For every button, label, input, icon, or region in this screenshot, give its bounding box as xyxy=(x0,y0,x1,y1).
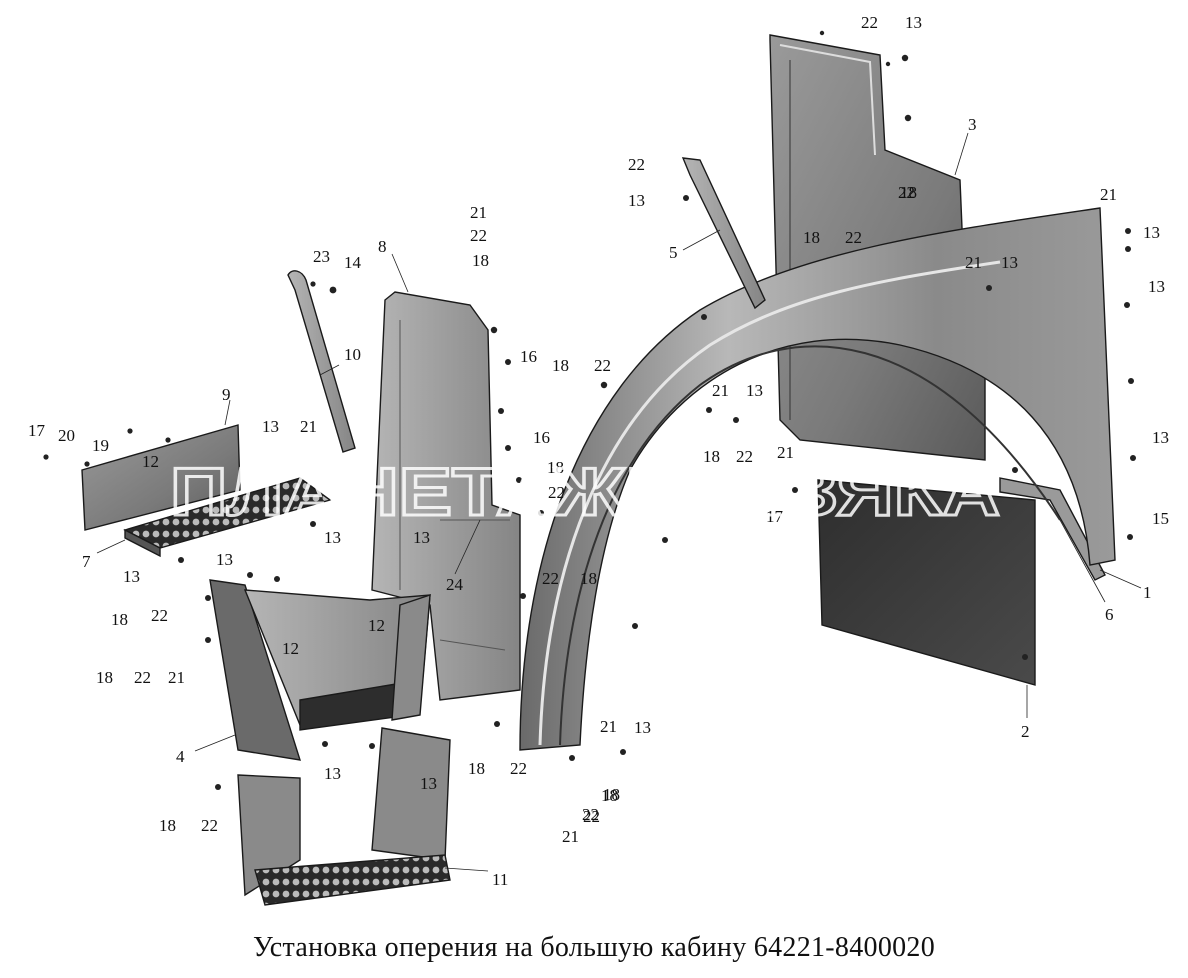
callout-label: 12 xyxy=(368,616,385,635)
callout-label: 17 xyxy=(766,507,784,526)
callout-label: 18 xyxy=(547,458,564,477)
callout-label: 13 xyxy=(1152,428,1169,447)
callout-label: 17 xyxy=(28,421,46,440)
callout-label: 13 xyxy=(123,567,140,586)
callout-label: 21 xyxy=(965,253,982,272)
callout-label: 18 xyxy=(472,251,489,270)
callout-label: 18 xyxy=(468,759,485,778)
callout-label: 22 xyxy=(470,226,487,245)
part-5-strut xyxy=(681,157,766,310)
callout-label: 18 xyxy=(580,569,597,588)
callout-label: 22 xyxy=(861,13,878,32)
callout-label: 22 xyxy=(736,447,753,466)
callout-label: 18 xyxy=(803,228,820,247)
callout-label: 20 xyxy=(58,426,75,445)
callout-label: 18 xyxy=(159,816,176,835)
callout-label: 22 xyxy=(582,805,599,824)
callout-label: 13 xyxy=(324,764,341,783)
part-7-upper-step xyxy=(123,477,332,558)
callout-label: 2 xyxy=(1021,722,1030,741)
callout-label: 16 xyxy=(533,428,550,447)
callout-label: 22 xyxy=(898,183,915,202)
callout-label: 22 xyxy=(594,356,611,375)
callout-label: 18 xyxy=(96,668,113,687)
callout-label: 22 xyxy=(583,807,600,826)
callout-label: 21 xyxy=(470,203,487,222)
callout-label: 12 xyxy=(142,452,159,471)
exploded-assembly-diagram: 22 13 3 22 13 5 18 22 18 22 21 13 13 13 … xyxy=(28,13,1169,906)
callout-label: 13 xyxy=(413,528,430,547)
callout-label: 12 xyxy=(282,639,299,658)
callout-label: 22 xyxy=(510,759,527,778)
callout-label: 3 xyxy=(968,115,977,134)
callout-label: 22 xyxy=(548,483,565,502)
callout-label: 18 xyxy=(703,447,720,466)
callout-label: 13 xyxy=(628,191,645,210)
callout-label: 21 xyxy=(168,668,185,687)
callout-label: 4 xyxy=(176,747,185,766)
callout-label: 13 xyxy=(634,718,651,737)
callout-label: 13 xyxy=(324,528,341,547)
callout-label: 13 xyxy=(1148,277,1165,296)
callout-label: 21 xyxy=(1100,185,1117,204)
callout-label: 16 xyxy=(520,347,537,366)
part-10-handrail xyxy=(287,270,356,453)
part-2-mudflap xyxy=(817,479,1036,686)
callout-label: 18 xyxy=(111,610,128,629)
callout-label: 21 xyxy=(777,443,794,462)
diagram-caption: Установка оперения на большую кабину 642… xyxy=(252,932,936,963)
callout-label: 18 xyxy=(601,786,618,805)
part-9-step-bracket xyxy=(81,424,241,531)
callout-label: 13 xyxy=(216,550,233,569)
callout-label: 24 xyxy=(446,575,464,594)
callout-label: 22 xyxy=(201,816,218,835)
callout-label: 21 xyxy=(562,827,579,846)
callout-label: 10 xyxy=(344,345,361,364)
callout-label: 21 xyxy=(600,717,617,736)
callout-label: 15 xyxy=(1152,509,1169,528)
callout-label: 11 xyxy=(492,870,508,889)
callout-label: 22 xyxy=(542,569,559,588)
callout-label: 22 xyxy=(151,606,168,625)
callout-label: 22 xyxy=(134,668,151,687)
callout-label: 13 xyxy=(1001,253,1018,272)
callout-label: 18 xyxy=(552,356,569,375)
callout-label: 13 xyxy=(905,13,922,32)
callout-label: 1 xyxy=(1143,583,1152,602)
callout-label: 22 xyxy=(628,155,645,174)
callout-label: 18 xyxy=(603,785,620,804)
callout-label: 22 xyxy=(845,228,862,247)
callout-label: 8 xyxy=(378,237,387,256)
callout-label: 13 xyxy=(746,381,763,400)
callout-label: 18 xyxy=(900,183,917,202)
callout-label: 13 xyxy=(1143,223,1160,242)
callout-label: 5 xyxy=(669,243,678,262)
callout-label: 23 xyxy=(313,247,330,266)
part-11-lower-step xyxy=(237,727,451,906)
callout-labels: 22 13 3 22 13 5 18 22 18 22 21 13 13 13 … xyxy=(28,13,1169,889)
fastener-markers xyxy=(43,30,1136,790)
part-4-middle-step-box xyxy=(209,579,431,761)
part-6-bracket xyxy=(999,477,1106,581)
callout-label: 7 xyxy=(82,552,91,571)
part-1-fender-arch xyxy=(519,207,1116,751)
watermark-text: ПЛАНЕТАЖЕЛЕЗЯКА xyxy=(170,454,1000,530)
callout-label: 14 xyxy=(344,253,362,272)
callout-label: 21 xyxy=(300,417,317,436)
callout-label: 9 xyxy=(222,385,231,404)
leader-lines xyxy=(96,132,1142,872)
callout-label: 6 xyxy=(1105,605,1114,624)
callout-label: 21 xyxy=(712,381,729,400)
callout-label: 19 xyxy=(92,436,109,455)
callout-label: 13 xyxy=(262,417,279,436)
callout-label: 13 xyxy=(420,774,437,793)
